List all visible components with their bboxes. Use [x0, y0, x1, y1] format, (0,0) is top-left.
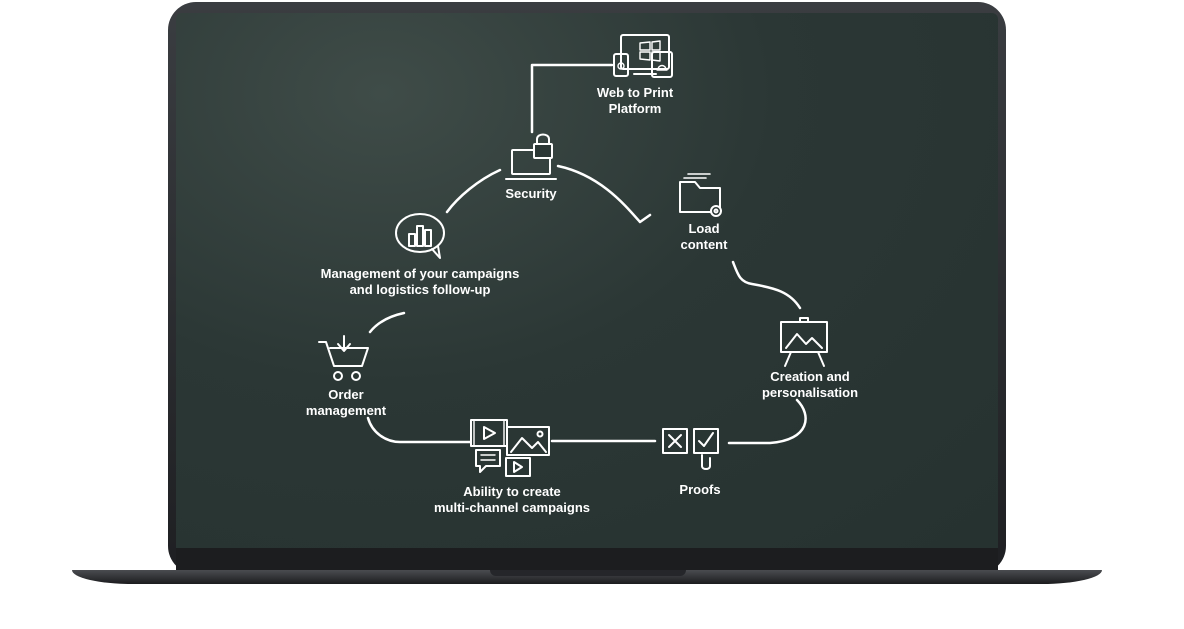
security-label: Security	[505, 186, 557, 201]
approve-reject-icon	[662, 428, 719, 470]
load-content-label: Load content	[680, 221, 728, 252]
easel-icon	[780, 317, 828, 367]
screen-bezel	[176, 548, 998, 570]
management-label: Management of your campaigns and logisti…	[320, 266, 520, 297]
web-to-print-label: Web to Print Platform	[596, 85, 674, 116]
connector-lines	[366, 63, 807, 445]
order-management-label: Order management	[305, 387, 387, 418]
multichannel-label: Ability to create multi-channel campaign…	[433, 484, 591, 515]
chart-bubble-icon	[395, 213, 445, 259]
media-icons	[470, 419, 550, 477]
laptop-screen	[176, 13, 998, 548]
laptop-lock-icon	[505, 133, 557, 180]
devices-icon	[613, 34, 673, 78]
creation-label: Creation and personalisation	[761, 369, 859, 400]
laptop-base	[72, 570, 1102, 584]
laptop-notch	[490, 570, 686, 576]
proofs-label: Proofs	[679, 482, 721, 497]
folder-gear-icon	[679, 173, 722, 217]
shopping-cart-icon	[318, 335, 369, 381]
